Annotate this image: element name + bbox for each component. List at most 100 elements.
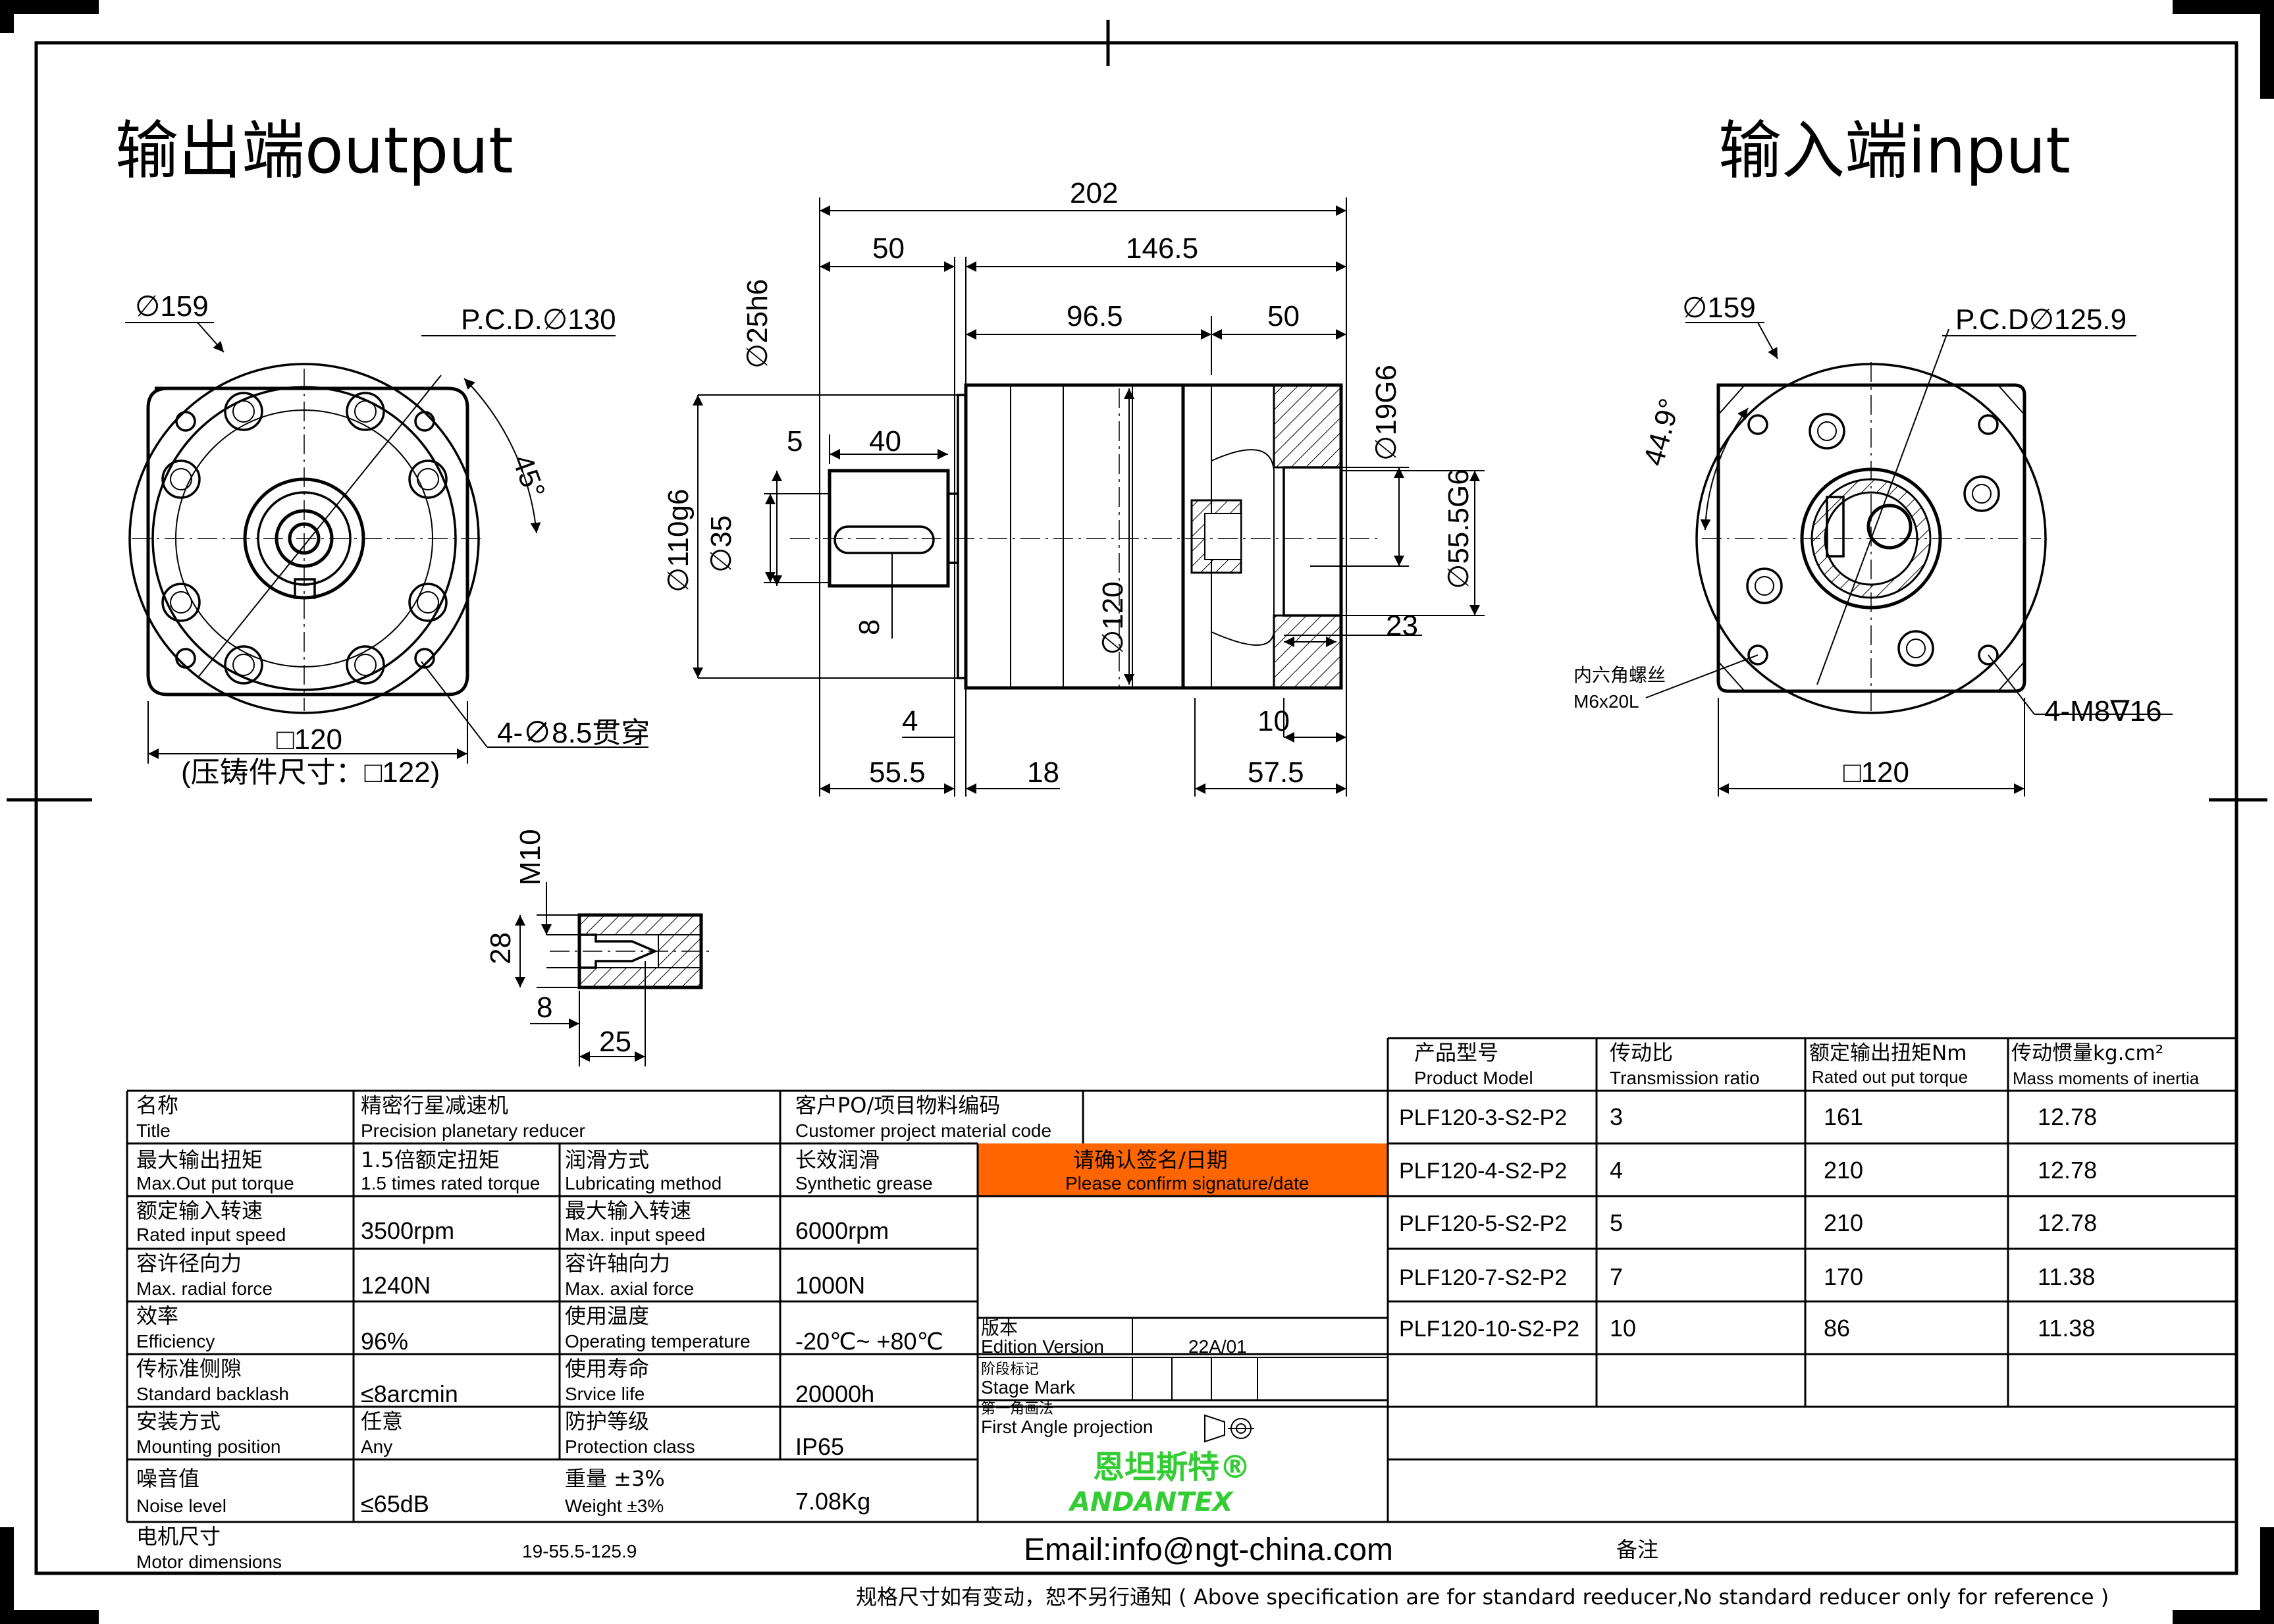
spec-prot-cn: 防护等级 [565,1409,649,1434]
spec-motor-val: 19-55.5-125.9 [522,1541,637,1561]
heading-input: 输入端input [1718,114,2071,188]
thread-detail-view [515,882,711,1066]
spec-title-val-cn: 精密行星减速机 [361,1093,508,1118]
spec-maxin-cn: 最大输入转速 [565,1198,691,1223]
stage-cn: 阶段标记 [981,1361,1039,1377]
model-row-3-model: PLF120-7-S2-P2 [1399,1265,1567,1290]
model-header-0-cn: 产品型号 [1414,1040,1498,1065]
spec-mount-en: Mounting position [136,1436,280,1457]
heading-output: 输出端output [115,114,514,188]
model-row-3-torque: 170 [1824,1263,1863,1290]
spec-noise-en: Noise level [136,1496,226,1516]
spec-mount-val-en: Any [361,1436,392,1457]
model-row-1-ratio: 4 [1610,1157,1623,1184]
spec-maxout-val-en: 1.5 times rated torque [361,1173,540,1193]
edition-cn: 版本 [981,1318,1018,1338]
model-row-2-inertia: 12.78 [2038,1209,2097,1236]
dim-50b: 50 [1267,300,1300,332]
input-end-view [1645,322,2173,797]
spec-maxout-cn: 最大输出扭矩 [136,1147,263,1172]
spec-life-cn: 使用寿命 [565,1356,649,1381]
remark-label: 备注 [1616,1537,1658,1562]
dim-5: 5 [787,425,803,458]
model-row-4-ratio: 10 [1610,1315,1636,1342]
spec-title-cn: 名称 [136,1093,178,1118]
dim-sq120-right: □120 [1843,756,1909,789]
model-row-0-torque: 161 [1824,1103,1863,1130]
spec-ax-cn: 容许轴向力 [565,1251,670,1276]
model-row-2-ratio: 5 [1610,1209,1623,1236]
spec-rad-en: Max. radial force [136,1278,273,1299]
spec-noise-val: ≤65dB [361,1490,429,1517]
model-row-0-inertia: 12.78 [2038,1103,2097,1130]
stage-en: Stage Mark [981,1377,1076,1398]
spec-eff-en: Efficiency [136,1331,215,1351]
spec-cust-cn: 客户PO/项目物料编码 [795,1093,1000,1118]
model-row-1-model: PLF120-4-S2-P2 [1399,1159,1567,1184]
model-row-4-model: PLF120-10-S2-P2 [1399,1317,1579,1342]
spec-temp-en: Operating temperature [565,1331,751,1351]
edition-val: 22A/01 [1188,1336,1247,1357]
spec-maxin-en: Max. input speed [565,1224,705,1245]
output-end-view [125,322,648,764]
model-row-1-inertia: 12.78 [2038,1157,2097,1184]
spec-cust-en: Customer project material code [795,1120,1051,1141]
spec-ax-en: Max. axial force [565,1278,694,1299]
spec-lub-val-cn: 长效润滑 [795,1147,880,1172]
first-angle-projection-icon [1204,1414,1254,1443]
spec-confirm-en: Please confirm signature/date [1065,1173,1309,1193]
spec-rin-cn: 额定输入转速 [136,1198,263,1223]
model-row-3-ratio: 7 [1610,1263,1623,1290]
dim-202: 202 [1070,177,1118,209]
spec-life-en: Srvice life [565,1384,645,1404]
spec-bl-cn: 传标准侧隙 [136,1356,242,1381]
spec-maxout-val-cn: 1.5倍额定扭矩 [361,1147,500,1172]
spec-motor-cn: 电机尺寸 [136,1524,221,1549]
dim-40: 40 [869,425,901,458]
side-section-view [693,197,1485,797]
dim-50a: 50 [872,232,905,265]
spec-lub-val-en: Synthetic grease [795,1173,933,1193]
model-row-2-torque: 210 [1824,1209,1863,1236]
model-row-3-inertia: 11.38 [2038,1263,2095,1290]
spec-eff-cn: 效率 [136,1303,178,1328]
spec-rin-val: 3500rpm [361,1217,454,1244]
brand-logo-en: ANDANTEX [1068,1487,1234,1517]
model-row: PLF120-3-S2-P2 3 161 12.78 [1399,1103,2097,1130]
projection-cn: 第一角画法 [981,1400,1053,1417]
spec-bl-val: ≤8arcmin [361,1380,458,1407]
model-row-4-inertia: 11.38 [2038,1315,2095,1342]
model-row: PLF120-5-S2-P2 5 210 12.78 [1399,1209,2097,1236]
model-header-2-en: Rated out put torque [1812,1067,1968,1087]
dim-w25: 25 [599,1026,631,1058]
dim-holes-left: 4-∅8.5贯穿 [497,717,650,749]
dim-55-5: 55.5 [869,756,926,789]
spec-title-en: Title [136,1120,171,1141]
spec-confirm-cn: 请确认签名/日期 [1073,1147,1228,1172]
spec-lub-en: Lubricating method [565,1173,722,1193]
dim-18: 18 [1027,756,1059,789]
spec-table-grid [126,1037,2236,1523]
model-row: PLF120-7-S2-P2 7 170 11.38 [1399,1263,2095,1290]
dim-d25: ∅25h6 [741,279,774,369]
model-row-1-torque: 210 [1824,1157,1863,1184]
dim-d120: ∅120 [1097,581,1129,655]
dim-d159-right: ∅159 [1682,292,1756,324]
model-header-1-en: Transmission ratio [1610,1068,1760,1088]
edition-en: Edition Version [981,1336,1104,1357]
dim-d159-left: ∅159 [135,290,209,323]
spec-ax-val: 1000N [795,1272,865,1299]
spec-temp-cn: 使用温度 [565,1303,649,1328]
model-header-0-en: Product Model [1414,1068,1533,1088]
label-screw-cn: 内六角螺丝 [1573,665,1666,685]
email-text: Email:info@ngt-china.com [1024,1532,1393,1567]
dim-m10: M10 [514,829,546,885]
spec-prot-val: IP65 [795,1433,844,1460]
spec-temp-val: -20℃~ +80℃ [795,1328,943,1355]
dim-4: 4 [902,705,918,737]
dim-angle44: 44.9° [1637,395,1686,469]
spec-motor-en: Motor dimensions [136,1552,282,1572]
model-header-2-cn: 额定输出扭矩Nm [1809,1041,1967,1065]
